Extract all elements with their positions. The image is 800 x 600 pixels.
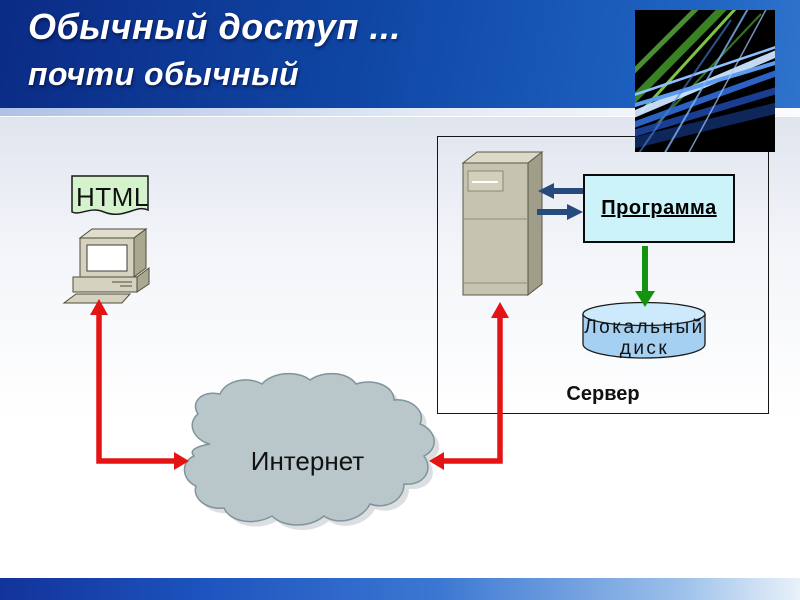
disk-label-line2: диск	[619, 338, 670, 359]
program-box: Программа	[583, 174, 735, 243]
desktop-computer-icon	[62, 228, 150, 304]
html-note-label: HTML	[76, 182, 149, 212]
bottom-accent-bar	[0, 578, 800, 600]
disk-label: Локальный диск	[584, 317, 705, 359]
slide-title-line1: Обычный доступ ...	[28, 6, 401, 47]
disk-cylinder-icon	[582, 301, 706, 359]
light-streaks-image	[621, 0, 787, 157]
slide-title-line2: почти обычный	[28, 56, 300, 92]
html-note-icon	[71, 175, 149, 215]
server-tower-icon	[461, 150, 544, 297]
internet-cloud-shape	[183, 372, 440, 530]
server-group-label: Сервер	[566, 383, 640, 405]
program-box-label: Программа	[601, 197, 717, 219]
internet-cloud-label: Интернет	[250, 446, 365, 476]
header-divider	[0, 108, 800, 117]
server-group-frame	[437, 136, 769, 414]
disk-label-line1: Локальный	[584, 317, 705, 338]
